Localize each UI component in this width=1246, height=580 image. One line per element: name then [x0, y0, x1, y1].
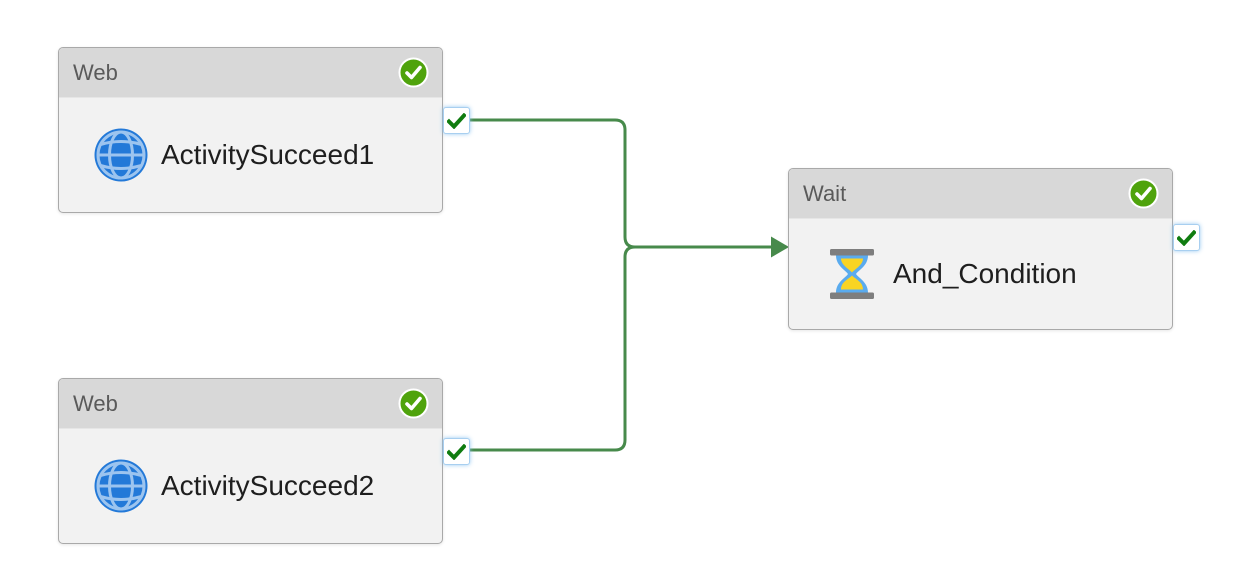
- node-body: And_Condition: [789, 219, 1172, 329]
- activity-name: And_Condition: [893, 258, 1077, 289]
- connector-activitysucceed1-success[interactable]: [469, 118, 771, 249]
- node-header: Web: [59, 379, 442, 429]
- node-header: Wait: [789, 169, 1172, 219]
- globe-icon: [94, 459, 148, 513]
- activity-type-label: Web: [73, 59, 118, 85]
- node-body: ActivitySucceed2: [59, 429, 442, 543]
- success-output-port[interactable]: [443, 107, 470, 134]
- activity-node-activitysucceed1[interactable]: Web: [58, 47, 470, 213]
- globe-icon: [94, 128, 148, 182]
- port-check-icon: [447, 112, 466, 129]
- connector-arrowhead: [771, 236, 789, 258]
- success-output-port[interactable]: [1173, 224, 1200, 251]
- node-header: Web: [59, 48, 442, 98]
- connector-activitysucceed2-success[interactable]: [469, 245, 771, 452]
- success-output-port[interactable]: [443, 438, 470, 465]
- activity-type-label: Wait: [803, 180, 847, 206]
- status-succeeded-icon: [1128, 178, 1159, 209]
- status-succeeded-icon: [398, 57, 429, 88]
- activity-type-label: Web: [73, 390, 118, 416]
- activity-node-activitysucceed2[interactable]: Web: [58, 378, 470, 544]
- status-succeeded-icon: [398, 388, 429, 419]
- activity-name: ActivitySucceed2: [161, 470, 375, 501]
- activity-name: ActivitySucceed1: [161, 139, 375, 170]
- port-check-icon: [1177, 229, 1196, 246]
- port-check-icon: [447, 443, 466, 460]
- hourglass-icon: [824, 249, 880, 299]
- node-body: ActivitySucceed1: [59, 98, 442, 212]
- activity-node-and-condition[interactable]: Wait And_Condition: [788, 168, 1200, 330]
